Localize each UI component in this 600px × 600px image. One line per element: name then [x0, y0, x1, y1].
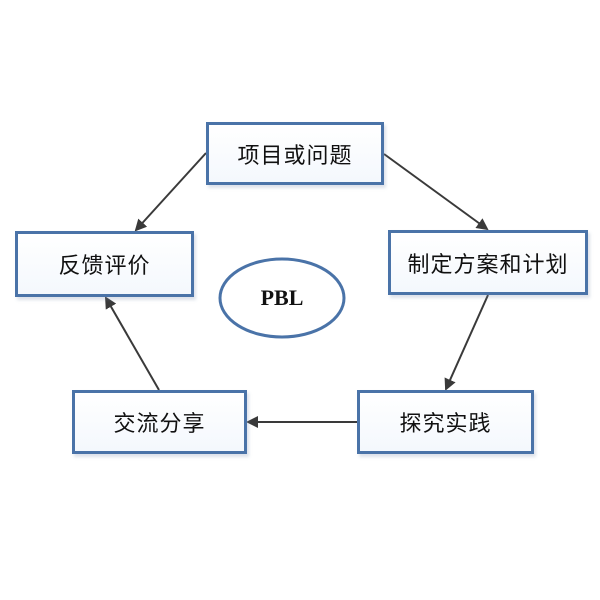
node-plan: 制定方案和计划: [388, 230, 588, 295]
node-inquiry-practice: 探究实践: [357, 390, 534, 454]
node-share: 交流分享: [72, 390, 247, 454]
arrow-share-to-feedback: [105, 296, 160, 391]
center-label: PBL: [260, 285, 304, 310]
arrow-top-to-right: [383, 153, 489, 231]
arrow-top-to-left: [134, 152, 207, 232]
arrow-right-to-practice: [444, 294, 489, 391]
node-project-or-problem: 项目或问题: [206, 122, 384, 185]
center-ellipse: [218, 257, 346, 339]
node-feedback: 反馈评价: [15, 231, 194, 297]
